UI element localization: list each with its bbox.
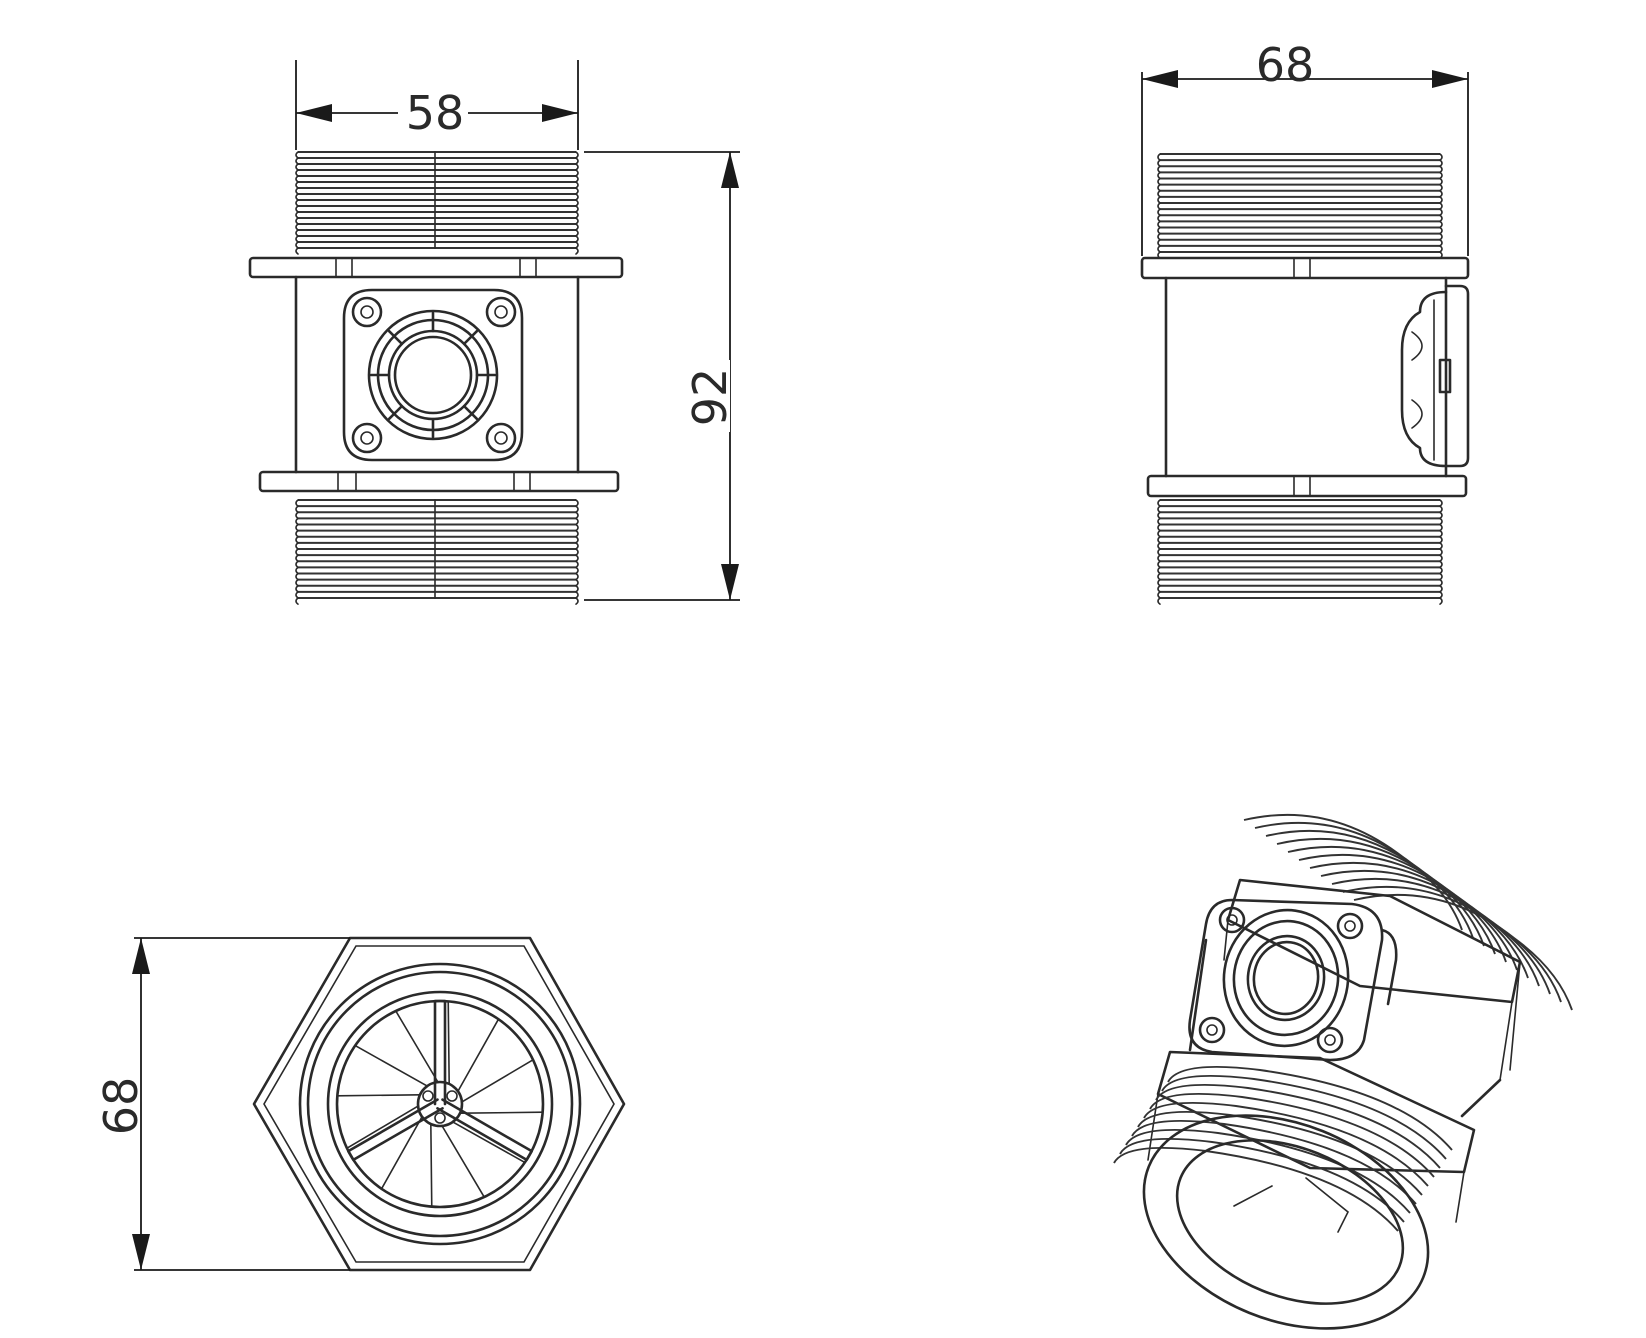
- side-lower-thread: [1157, 499, 1443, 605]
- side-upper-thread: [1157, 153, 1443, 259]
- iso-bore-inner: [1175, 1139, 1405, 1305]
- end-view: 68: [94, 936, 626, 1272]
- front-upper-thread: [295, 151, 579, 255]
- dimension-label-68-top: 68: [1256, 38, 1315, 92]
- front-upper-flange: [248, 256, 624, 279]
- dimension-side-width: 68: [1141, 38, 1469, 256]
- side-lower-flange: [1146, 474, 1468, 498]
- hex-body: [252, 936, 626, 1272]
- sensor-mount-boss: [342, 288, 524, 462]
- iso-upper-thread: [1243, 813, 1573, 1011]
- dimension-front-height: 92: [584, 151, 740, 601]
- dimension-end-height: 68: [94, 937, 350, 1271]
- iso-sensor-boss: [1188, 898, 1398, 1062]
- iso-lower-thread: [1113, 1065, 1453, 1232]
- front-lower-thread: [295, 499, 579, 605]
- side-view: 68: [1140, 38, 1470, 605]
- side-sensor-protrusion: [1400, 284, 1470, 468]
- dimension-label-58: 58: [406, 86, 465, 140]
- isometric-view: [1113, 813, 1573, 1330]
- side-upper-flange: [1140, 256, 1470, 280]
- dimension-label-92: 92: [683, 368, 737, 427]
- turbine-impeller: [336, 999, 544, 1208]
- dimension-label-68-left: 68: [94, 1077, 148, 1136]
- front-view: 58 92: [248, 60, 740, 605]
- dimension-front-width: 58: [295, 60, 579, 150]
- iso-bore-outer: [1142, 1114, 1430, 1330]
- front-lower-flange: [258, 470, 620, 493]
